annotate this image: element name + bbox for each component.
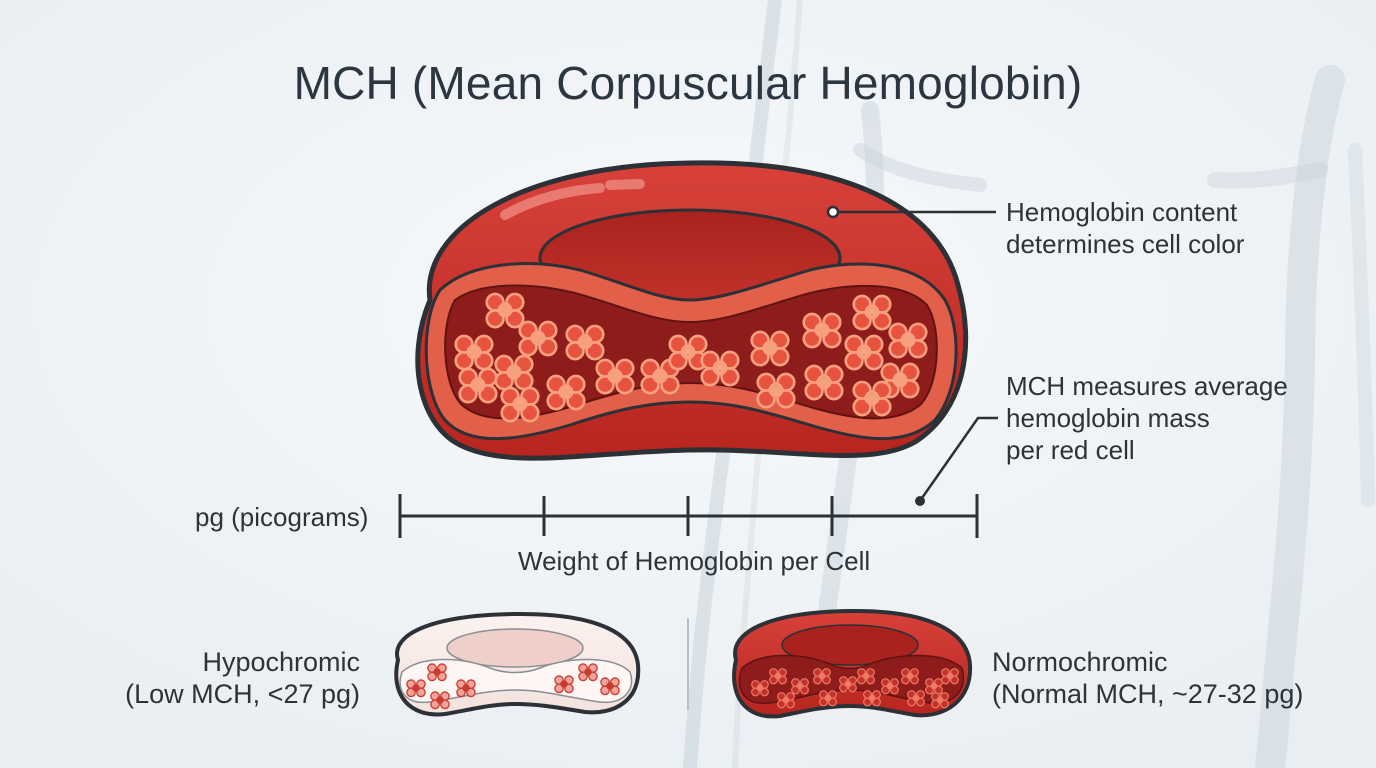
hemoglobin-molecule-icon bbox=[819, 690, 837, 707]
hemoglobin-molecule-icon bbox=[756, 372, 796, 409]
dense-hemoglobin bbox=[751, 668, 959, 709]
hemoglobin-molecule-icon bbox=[863, 690, 881, 707]
axis-caption: Weight of Hemoglobin per Cell bbox=[518, 546, 871, 576]
cell-highlight-small bbox=[605, 179, 645, 190]
callout-mass-pointer bbox=[915, 416, 998, 506]
hemoglobin-molecule-icon bbox=[857, 668, 875, 685]
hemoglobin-molecule-icon bbox=[802, 312, 842, 349]
hemoglobin-molecule-icon bbox=[458, 367, 498, 404]
callout-mass-line-3: per red cell bbox=[1006, 435, 1135, 465]
hemoglobin-molecule-icon bbox=[546, 374, 586, 411]
cell-highlight bbox=[500, 183, 605, 220]
hemoglobin-molecule-icon bbox=[600, 677, 620, 696]
hemoglobin-molecule-icon bbox=[485, 292, 525, 329]
hemoglobin-molecule-icon bbox=[454, 334, 494, 371]
hemoglobin-molecule-icon bbox=[844, 334, 884, 371]
axis-unit-label: pg (picograms) bbox=[195, 502, 369, 532]
hemoglobin-molecule-icon bbox=[931, 692, 949, 709]
hemoglobin-molecule-icon bbox=[791, 678, 809, 695]
hypochromic-label: Hypochromic (Low MCH, <27 pg) bbox=[125, 646, 360, 710]
hypochromic-detail: (Low MCH, <27 pg) bbox=[125, 679, 360, 709]
hemoglobin-molecule-icon bbox=[839, 676, 857, 693]
hemoglobin-molecule-icon bbox=[777, 692, 795, 709]
callout-color-pointer bbox=[826, 205, 996, 219]
hypochromic-name: Hypochromic bbox=[202, 647, 360, 677]
hemoglobin-molecule-icon bbox=[406, 679, 426, 698]
page-title: MCH (Mean Corpuscular Hemoglobin) bbox=[293, 57, 1083, 109]
hemoglobin-molecule-icon bbox=[941, 668, 959, 685]
callout-mass-line-2: hemoglobin mass bbox=[1006, 403, 1210, 433]
callout-color-line-1: Hemoglobin content bbox=[1006, 197, 1238, 227]
hemoglobin-molecule-icon bbox=[750, 330, 790, 367]
hemoglobin-molecule-icon bbox=[804, 364, 844, 401]
hemoglobin-molecule-icon bbox=[925, 678, 943, 695]
hemoglobin-molecule-icon bbox=[888, 322, 928, 359]
hemoglobin-molecule-icon bbox=[881, 678, 899, 695]
normochromic-name: Normochromic bbox=[992, 647, 1168, 677]
hemoglobin-molecule-icon bbox=[852, 380, 892, 417]
hemoglobin-molecule-icon bbox=[500, 386, 540, 423]
hemoglobin-molecule-icon bbox=[751, 680, 769, 697]
normochromic-detail: (Normal MCH, ~27-32 pg) bbox=[992, 679, 1304, 709]
sparse-hemoglobin bbox=[406, 663, 620, 710]
hemoglobin-molecule-icon bbox=[907, 690, 925, 707]
hemoglobin-molecule-icon bbox=[430, 691, 450, 710]
hemoglobin-molecule-icon bbox=[595, 358, 635, 395]
hypochromic-cell bbox=[394, 611, 641, 717]
normochromic-cell bbox=[732, 608, 973, 719]
callout-color-line-2: determines cell color bbox=[1006, 229, 1245, 259]
hemoglobin-molecule-icon bbox=[700, 350, 740, 387]
hemoglobin-molecule-icon bbox=[456, 679, 476, 698]
hemoglobin-molecule-icon bbox=[554, 675, 574, 694]
hemoglobin-molecule-icon bbox=[901, 668, 919, 685]
callout-mass-line-1: MCH measures average bbox=[1006, 371, 1288, 401]
pg-scale-axis bbox=[398, 494, 979, 538]
large-red-blood-cell bbox=[415, 160, 969, 461]
hemoglobin-molecule-icon bbox=[813, 668, 831, 685]
hemoglobin-molecule-icon bbox=[427, 663, 447, 682]
callout-mass-text: MCH measures average hemoglobin mass per… bbox=[1006, 370, 1288, 466]
normochromic-label: Normochromic (Normal MCH, ~27-32 pg) bbox=[992, 646, 1303, 710]
hemoglobin-molecule-icon bbox=[769, 668, 787, 685]
hemoglobin-molecule-icon bbox=[565, 324, 605, 361]
callout-color-text: Hemoglobin content determines cell color bbox=[1006, 196, 1244, 260]
hemoglobin-molecules bbox=[454, 292, 928, 423]
hemoglobin-molecule-icon bbox=[852, 294, 892, 331]
hemoglobin-molecule-icon bbox=[578, 663, 598, 682]
hemoglobin-molecule-icon bbox=[518, 320, 558, 357]
